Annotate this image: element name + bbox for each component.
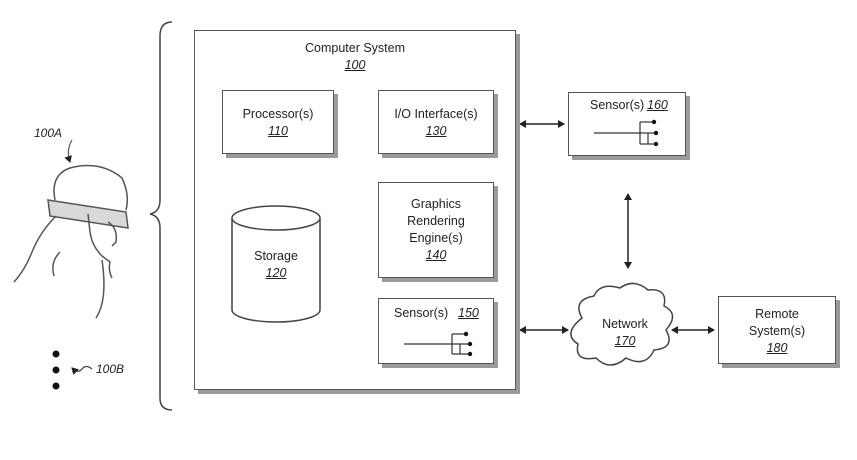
processor-number: 110	[268, 124, 288, 138]
remote-system-number: 180	[766, 341, 788, 355]
graphics-engine-line3: Engine(s)	[409, 231, 463, 245]
graphics-engine-number: 140	[425, 248, 447, 262]
device-dot	[52, 382, 60, 390]
sensor-160-box	[568, 92, 686, 156]
io-interface-number: 130	[425, 124, 447, 138]
computer-system-number: 100	[344, 58, 366, 72]
remote-system-line1: Remote	[755, 307, 799, 321]
io-interface-title: I/O Interface(s)	[394, 107, 478, 121]
storage-number: 120	[265, 266, 287, 280]
device-a-label: 100A	[34, 126, 63, 140]
graphics-engine-line2: Rendering	[407, 214, 465, 228]
processor-title: Processor(s)	[242, 107, 314, 121]
storage-title: Storage	[254, 249, 298, 263]
device-b-leader	[71, 365, 93, 376]
device-b-label: 100B	[96, 362, 125, 376]
graphics-engine-line1: Graphics	[410, 197, 462, 211]
headset-user-illustration	[13, 139, 129, 319]
network-number: 170	[614, 334, 636, 348]
sensor-150-title: Sensor(s)	[394, 306, 449, 320]
network-cloud-shape	[570, 282, 674, 366]
graphics-engine-box	[378, 182, 494, 278]
sensor-150-number: 150	[458, 306, 479, 320]
device-dot	[52, 366, 60, 374]
sensor-160-number: 160	[647, 98, 668, 112]
computer-system-title: Computer System	[304, 41, 406, 55]
processor-box	[222, 90, 334, 154]
remote-system-box	[718, 296, 836, 364]
io-interface-box	[378, 90, 494, 154]
device-bracket	[149, 21, 173, 411]
device-dot	[52, 350, 60, 358]
network-title: Network	[602, 317, 648, 331]
sensor-150-box	[378, 298, 494, 364]
remote-system-line2: System(s)	[748, 324, 806, 338]
sensor-160-title: Sensor(s)	[590, 98, 645, 112]
